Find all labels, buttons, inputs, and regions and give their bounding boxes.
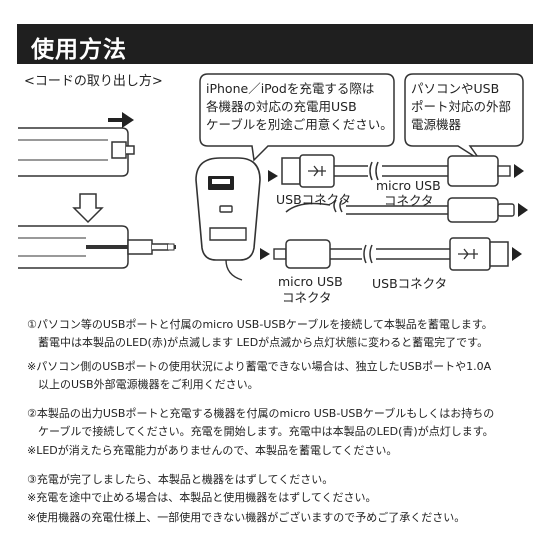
note-line: ※充電を途中で止める場合は、本製品と使用機器をはずしてください。: [27, 491, 377, 504]
bubble-iphone-line2: 各機器の対応の充電用USB: [206, 99, 357, 114]
bubble-pc-line1: パソコンやUSB: [411, 81, 500, 96]
bubble-pc-line3: 電源機器: [411, 117, 462, 132]
arrow-left-icon: [260, 248, 270, 260]
note-line: ※LEDが消えたら充電能力がありませんので、本製品を蓄電してください。: [27, 444, 398, 457]
arrow-left-icon: [268, 170, 278, 182]
usage-illustration: [18, 73, 528, 281]
bubble-iphone-line1: iPhone／iPodを充電する際は: [206, 81, 375, 96]
header-bar: 使用方法: [17, 24, 533, 64]
arrow-right-icon: [108, 112, 134, 128]
usb-connector-label: USBコネクタ: [276, 192, 352, 207]
cable-3-line: [330, 244, 450, 264]
cable-1-line: [334, 161, 448, 181]
speech-bubble-pc: [404, 73, 524, 161]
micro-usb-connector-label: micro USB: [376, 178, 441, 193]
note-line: ケーブルで接続してください。充電を開始します。充電中は本製品のLED(青)が点灯…: [27, 425, 494, 438]
micro-usb-plug-icon: [447, 155, 511, 187]
arrow-down-icon: [72, 193, 104, 224]
usb-connector-label: USBコネクタ: [372, 276, 448, 291]
micro-usb-connector-label: micro USB: [278, 274, 343, 289]
arrow-right-icon: [512, 247, 522, 261]
micro-usb-plug-icon: [111, 141, 135, 159]
arrow-right-icon: [514, 164, 524, 178]
charger-device: [195, 157, 261, 261]
micro-usb-plug-icon: [273, 239, 331, 269]
note-line: ※パソコン側のUSBポートの使用状況により蓄電できない場合は、独立したUSBポー…: [27, 360, 492, 373]
arrow-right-icon: [518, 203, 528, 217]
bubble-pc-line2: ポート対応の外部: [411, 99, 512, 114]
note-line: ③充電が完了しましたら、本製品と機器をはずしてください。: [27, 473, 334, 486]
usb-plug-icon: [449, 237, 509, 271]
lightning-cable: [285, 199, 448, 215]
bubble-iphone-line3: ケーブルを別途ご用意ください。: [206, 117, 393, 132]
note-line: ※使用機器の充電仕様上、一部使用できない機器がございますので予めご了承ください。: [27, 511, 466, 524]
note-line: ②本製品の出力USBポートと充電する機器を付属のmicro USB-USBケーブ…: [27, 407, 495, 420]
cord-section-title: <コードの取り出し方>: [24, 74, 163, 89]
usb-plug-icon: [281, 154, 335, 188]
page-title: 使用方法: [31, 37, 127, 63]
note-line: 蓄電中は本製品のLED(赤)が点滅します LEDが点滅から点灯状態に変わると蓄電…: [27, 336, 489, 349]
lightning-plug-icon: [447, 197, 515, 223]
speech-bubble-iphone: [199, 73, 395, 162]
charger-cable: [225, 259, 243, 281]
note-line: ①パソコン等のUSBポートと付属のmicro USB-USBケーブルを接続して本…: [27, 318, 493, 331]
extended-cable: [86, 239, 176, 255]
note-line: 以上のUSB外部電源機器をご利用ください。: [27, 378, 259, 391]
micro-usb-connector-label: コネクタ: [384, 193, 434, 208]
micro-usb-connector-label: コネクタ: [282, 290, 332, 305]
